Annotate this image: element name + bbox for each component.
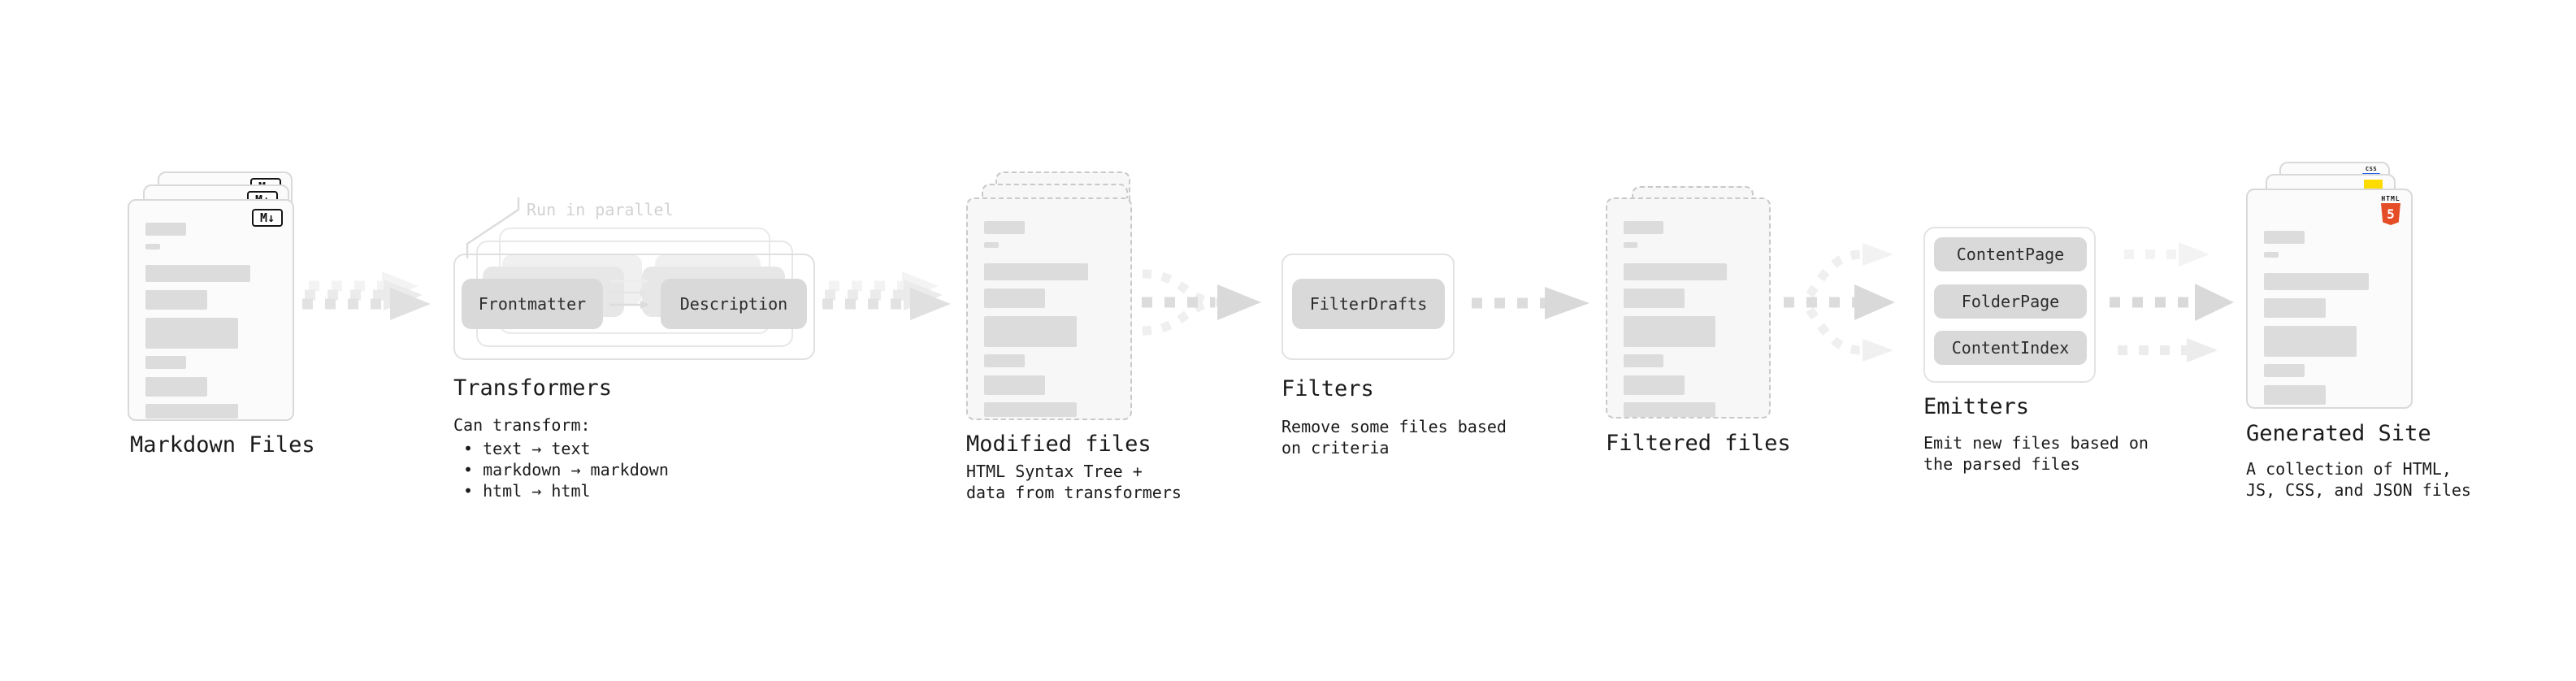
doc-text-bar <box>984 242 999 248</box>
generated-site-card-front: HTML 5 <box>2246 189 2413 409</box>
doc-text-bar <box>145 265 250 282</box>
flow-arrow-filters-to-filtered <box>1472 287 1589 319</box>
bullet-item: • text → text <box>463 439 591 458</box>
doc-text-bar <box>145 290 207 310</box>
bullet-item: • markdown → markdown <box>463 460 669 479</box>
doc-content-placeholder <box>129 201 293 419</box>
node-filterdrafts: FilterDrafts <box>1292 279 1445 329</box>
doc-content-placeholder <box>1607 199 1769 417</box>
filtered-file-card-front <box>1606 197 1771 419</box>
node-frontmatter: Frontmatter <box>462 279 603 329</box>
stage-label-transformers: Transformers <box>453 375 613 401</box>
modified-files-description: HTML Syntax Tree + data from transformer… <box>966 462 1182 502</box>
doc-text-bar <box>984 375 1046 395</box>
stage-label-generated-site: Generated Site <box>2246 421 2431 446</box>
flow-arrow-transformers-to-modified <box>822 271 951 320</box>
js-icon <box>2364 180 2383 189</box>
flow-arrows-emitters-to-generated <box>2110 242 2234 362</box>
flow-arrow-markdown-to-transformers <box>302 271 431 320</box>
doc-text-bar <box>145 223 186 236</box>
doc-content-placeholder <box>2248 190 2411 407</box>
markdown-icon: M↓ <box>252 209 283 227</box>
doc-text-bar <box>1624 263 1728 280</box>
doc-text-bar <box>1624 288 1685 308</box>
node-description: Description <box>661 279 807 329</box>
doc-text-bar <box>1624 402 1715 417</box>
doc-content-placeholder <box>968 199 1130 419</box>
doc-text-bar <box>984 354 1025 367</box>
doc-text-bar <box>145 318 239 349</box>
doc-text-bar <box>2264 385 2326 405</box>
doc-text-bar <box>2264 298 2326 318</box>
doc-text-bar <box>2264 273 2369 290</box>
html5-icon: HTML 5 <box>2380 195 2401 225</box>
doc-text-bar <box>2264 231 2305 244</box>
transformer-run-container-front <box>453 254 815 360</box>
stage-label-emitters: Emitters <box>1923 394 2030 419</box>
flow-arrow-modified-to-filters <box>1142 269 1261 336</box>
bullet-item: • html → html <box>463 481 591 501</box>
doc-text-bar <box>1624 221 1664 234</box>
doc-text-bar <box>1624 316 1715 347</box>
doc-text-bar <box>2264 326 2357 357</box>
transformers-description-title: Can transform: <box>453 415 591 435</box>
doc-text-bar <box>984 316 1077 347</box>
filters-description: Remove some files based on criteria <box>1281 417 1507 458</box>
annotation-run-in-parallel: Run in parallel <box>527 200 674 219</box>
doc-text-bar <box>984 221 1025 234</box>
stage-label-markdown-files: Markdown Files <box>130 432 315 458</box>
stage-label-filters: Filters <box>1281 376 1374 401</box>
doc-text-bar <box>145 404 239 419</box>
parallel-arrows-icon <box>609 277 649 309</box>
doc-text-bar <box>2264 364 2305 377</box>
doc-text-bar <box>145 377 207 397</box>
doc-text-bar <box>984 288 1046 308</box>
doc-text-bar <box>984 263 1088 280</box>
doc-text-bar <box>145 244 160 249</box>
doc-text-bar <box>1624 354 1664 367</box>
stage-label-modified-files: Modified files <box>966 432 1151 457</box>
doc-text-bar <box>1624 242 1638 248</box>
node-contentpage: ContentPage <box>1934 237 2087 271</box>
node-contentindex: ContentIndex <box>1934 331 2087 365</box>
doc-text-bar <box>1624 375 1685 395</box>
flow-arrow-filtered-to-emitters <box>1784 243 1895 362</box>
node-folderpage: FolderPage <box>1934 284 2087 319</box>
stage-label-filtered-files: Filtered files <box>1606 431 1791 456</box>
markdown-file-card-front: M↓ <box>128 199 294 421</box>
transformers-bullet-list: • text → text • markdown → markdown • ht… <box>463 438 669 501</box>
doc-text-bar <box>2264 252 2279 258</box>
doc-text-bar <box>145 356 186 369</box>
emitters-description: Emit new files based on the parsed files <box>1923 433 2149 474</box>
doc-text-bar <box>984 402 1077 417</box>
annotation-leader-line <box>466 197 520 258</box>
generated-site-description: A collection of HTML, JS, CSS, and JSON … <box>2246 459 2471 500</box>
modified-file-card-front <box>966 197 1132 420</box>
